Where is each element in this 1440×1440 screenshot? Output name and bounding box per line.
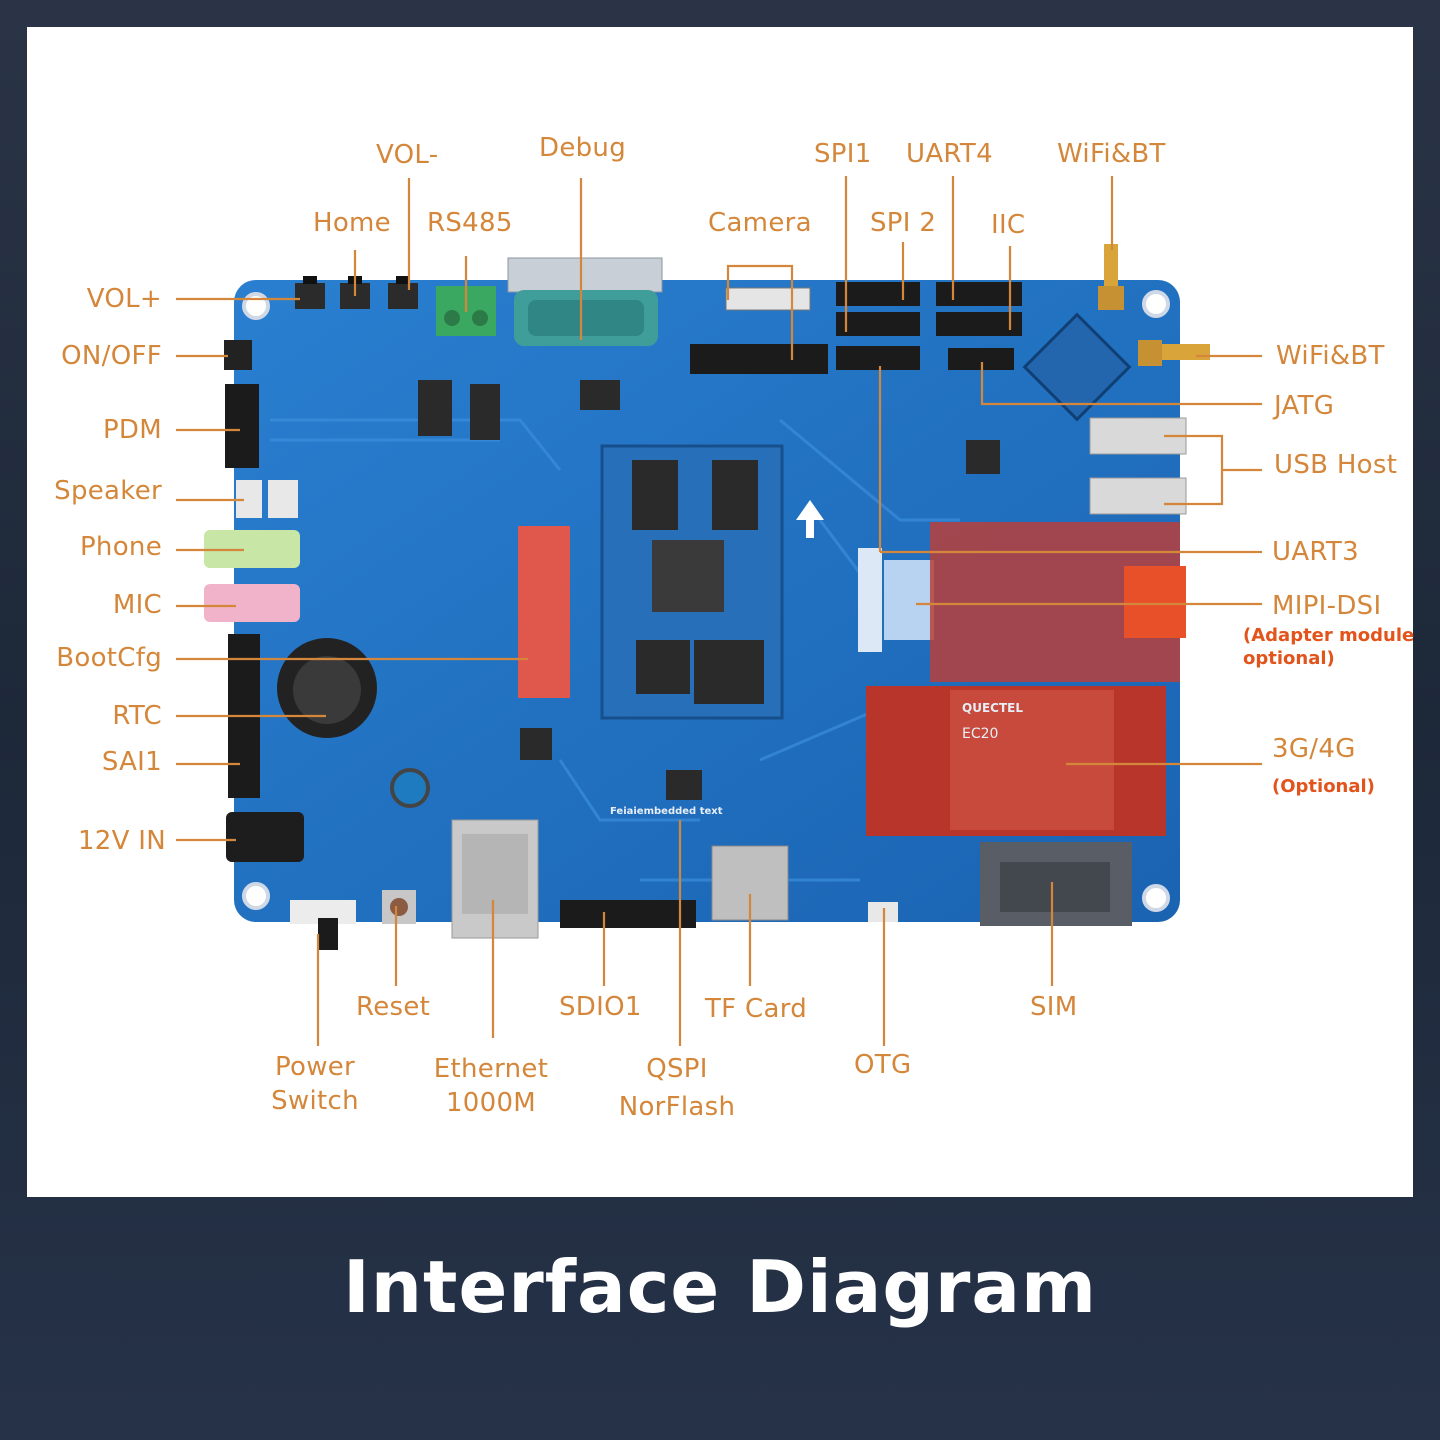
label-uart3: UART3 — [1272, 537, 1359, 567]
label-otg: OTG — [854, 1050, 912, 1080]
bootcfg-dip — [518, 526, 570, 698]
label-bootcfg: BootCfg — [56, 643, 162, 673]
label-rs485: RS485 — [427, 208, 513, 238]
label-jatg: JATG — [1274, 391, 1335, 421]
label-speaker: Speaker — [54, 476, 162, 506]
vol-buttons — [295, 276, 418, 309]
label-wifi-bt-right: WiFi&BT — [1276, 341, 1385, 371]
camera-connector — [725, 287, 811, 311]
label-qspi-norflash: QSPI NorFlash — [618, 1054, 736, 1122]
label-uart4: UART4 — [906, 139, 993, 169]
label-pdm: PDM — [102, 415, 162, 445]
label-vol-minus: VOL- — [376, 140, 439, 170]
label-camera: Camera — [708, 208, 812, 238]
label-on-off: ON/OFF — [61, 341, 162, 371]
label-power-switch: Power Switch — [271, 1052, 359, 1116]
silk-brand: Feiaiembedded text — [610, 806, 723, 817]
label-12v-in: 12V IN — [77, 826, 166, 856]
debug-db9 — [507, 257, 663, 293]
note-3g-4g-optional: (Optional) — [1272, 776, 1375, 797]
label-ethernet: Ethernet 1000M — [433, 1054, 549, 1118]
label-rtc: RTC — [112, 701, 162, 731]
label-3g-4g: 3G/4G — [1272, 734, 1356, 764]
page-title: Interface Diagram — [343, 1245, 1097, 1329]
label-spi2: SPI 2 — [870, 208, 937, 238]
label-reset: Reset — [356, 992, 431, 1022]
note-mipi-optional: (Adapter module optional) — [1243, 625, 1415, 669]
label-sai1: SAI1 — [101, 747, 162, 777]
label-mic: MIC — [112, 590, 162, 620]
label-sdio1: SDIO1 — [559, 992, 642, 1022]
label-debug: Debug — [539, 133, 627, 163]
module-brand: QUECTEL — [962, 701, 1023, 715]
label-home: Home — [313, 208, 391, 238]
label-vol-plus: VOL+ — [86, 284, 162, 314]
phone-jack — [204, 530, 300, 568]
label-wifi-bt-top: WiFi&BT — [1057, 139, 1166, 169]
label-mipi-dsi: MIPI-DSI — [1272, 591, 1382, 621]
onoff-switch — [224, 340, 252, 370]
label-iic: IIC — [991, 210, 1026, 240]
mic-jack — [204, 584, 300, 622]
module-label: EC20 — [962, 726, 998, 742]
label-usb-host: USB Host — [1274, 450, 1398, 480]
label-sim: SIM — [1030, 992, 1078, 1022]
label-phone: Phone — [79, 532, 162, 562]
label-spi1: SPI1 — [814, 139, 872, 169]
label-tf-card: TF Card — [705, 994, 808, 1024]
